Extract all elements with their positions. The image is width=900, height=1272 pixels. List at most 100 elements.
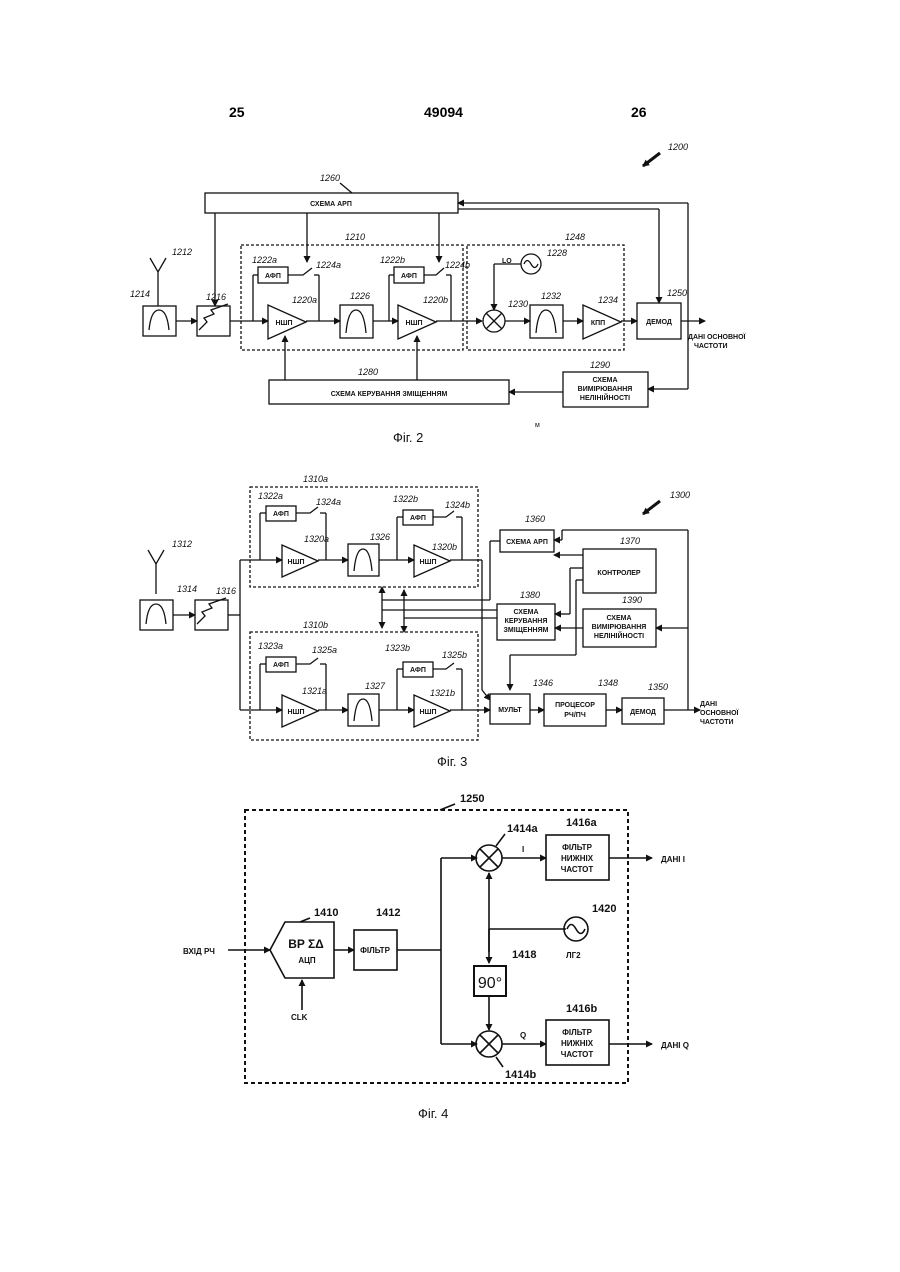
fig3-switch-1324a bbox=[296, 507, 318, 513]
fig4-lpf-q-line3: ЧАСТОТ bbox=[561, 1050, 594, 1059]
fig3-proc-ref: 1348 bbox=[598, 678, 618, 688]
fig3-lna-1320a-label: НШП bbox=[287, 559, 304, 566]
fig3-switch-1325b bbox=[433, 663, 454, 669]
fig4-osc-label: ЛГ2 bbox=[566, 951, 581, 960]
fig3-lna-1321a-label: НШП bbox=[287, 709, 304, 716]
fig2-lna-b-label: НШП bbox=[405, 320, 422, 327]
fig3-antenna-ref: 1312 bbox=[172, 539, 192, 549]
fig4-output-q: ДАНІ Q bbox=[661, 1041, 689, 1050]
fig2-switch-b bbox=[424, 268, 444, 275]
fig3-bpf-1327-ref: 1327 bbox=[365, 681, 386, 691]
fig2-sine-icon bbox=[524, 261, 538, 268]
fig2-lna-a-label: НШП bbox=[275, 320, 292, 327]
fig2-bias-label: СХЕМА КЕРУВАННЯ ЗМІЩЕННЯМ bbox=[331, 391, 448, 398]
fig3-output-line2: ОСНОВНОЇ bbox=[700, 709, 740, 717]
fig3-demod-ref: 1350 bbox=[648, 682, 668, 692]
fig3-mux-label: МУЛЬТ bbox=[498, 707, 522, 714]
fig2-antenna-ref: 1212 bbox=[172, 247, 192, 257]
fig2-agc-ref: 1260 bbox=[320, 173, 340, 183]
fig3-bpf-1326-ref: 1326 bbox=[370, 532, 390, 542]
fig3-lna-1320b-label: НШП bbox=[419, 559, 436, 566]
fig3-demod-label: ДЕМОД bbox=[630, 709, 656, 716]
fig3-lna-1321b-label: НШП bbox=[419, 709, 436, 716]
fig2-detector-b-label: АФП bbox=[401, 273, 417, 280]
fig3-caption: Фіг. 3 bbox=[437, 754, 467, 769]
fig2-detector-a-label: АФП bbox=[265, 273, 281, 280]
fig3-bias-line2: КЕРУВАННЯ bbox=[505, 618, 548, 625]
fig4-adc-line2: АЦП bbox=[298, 956, 316, 965]
fig2-if-filter-icon bbox=[536, 310, 556, 333]
fig3-mux-ref: 1346 bbox=[533, 678, 553, 688]
fig3-bpf-1326-icon bbox=[354, 549, 372, 571]
fig3-meas-line2: ВИМІРЮВАННЯ bbox=[592, 624, 647, 631]
fig3-lna-1320a-ref: 1320a bbox=[304, 534, 329, 544]
fig4-lpf-q-ref: 1416b bbox=[566, 1003, 597, 1015]
fig3-ref-pointer: 1300 bbox=[643, 490, 690, 514]
fig2-mixer-ref: 1230 bbox=[508, 299, 528, 309]
fig3-proc-line2: РЧ/ПЧ bbox=[564, 712, 586, 719]
fig2-bpf-ref: 1226 bbox=[350, 291, 370, 301]
fig3-attenuator bbox=[195, 600, 228, 630]
fig4-lpf-i-line1: ФІЛЬТР bbox=[562, 843, 592, 852]
fig4-frame-ref: 1250 bbox=[460, 793, 484, 805]
fig2-attenuator bbox=[197, 306, 230, 336]
fig3-output-line1: ДАНІ bbox=[700, 701, 717, 708]
fig3-attenuator-icon bbox=[197, 598, 226, 624]
fig2-bias-ref: 1280 bbox=[358, 367, 378, 377]
fig3-detector-1323b-ref: 1323b bbox=[385, 643, 410, 653]
fig3-output-line3: ЧАСТОТИ bbox=[700, 719, 734, 726]
fig2-filter-ref: 1214 bbox=[130, 289, 150, 299]
fig4-input-label: ВХІД РЧ bbox=[183, 947, 215, 956]
fig4-q-label: Q bbox=[520, 1031, 526, 1040]
fig2-mixer bbox=[483, 310, 505, 332]
fig3-switch-1324b bbox=[433, 511, 454, 517]
fig2-antenna-icon bbox=[150, 258, 166, 300]
fig2-if-filter-ref: 1232 bbox=[541, 291, 561, 301]
fig4-mixer-q bbox=[476, 1031, 502, 1057]
fig3-lna-1321a-ref: 1321a bbox=[302, 686, 327, 696]
fig4-output-i: ДАНІ I bbox=[661, 855, 685, 864]
fig2-lo-ref: 1228 bbox=[547, 248, 567, 258]
fig3-processor-box bbox=[544, 694, 606, 726]
fig4-phase-label: 90° bbox=[478, 975, 502, 992]
fig3-meas-ref: 1390 bbox=[622, 595, 642, 605]
fig4-adc-ref: 1410 bbox=[314, 907, 338, 919]
fig2-output-line1: ДАНІ ОСНОВНОЇ bbox=[688, 333, 747, 341]
fig3-agc-ref: 1360 bbox=[525, 514, 545, 524]
fig3-detector-1322b-label: АФП bbox=[410, 515, 426, 522]
fig4-lpf-i-line3: ЧАСТОТ bbox=[561, 865, 594, 874]
fig3-bias-line1: СХЕМА bbox=[513, 609, 538, 616]
fig4-sine-icon bbox=[567, 925, 585, 934]
fig3-bias-ref: 1380 bbox=[520, 590, 540, 600]
fig2-stray-mark: м bbox=[535, 422, 540, 429]
fig3-detector-1322b-ref: 1322b bbox=[393, 494, 418, 504]
fig3-detector-1323a-label: АФП bbox=[273, 662, 289, 669]
fig3-switch-1324a-ref: 1324a bbox=[316, 497, 341, 507]
fig2-ref-label: 1200 bbox=[668, 142, 688, 152]
fig2-meas-line2: ВИМІРЮВАННЯ bbox=[578, 386, 633, 393]
fig2-meas-line3: НЕЛІНІЙНОСТІ bbox=[580, 393, 630, 402]
fig2-detector-a-ref: 1222a bbox=[252, 255, 277, 265]
fig3-controller-ref: 1370 bbox=[620, 536, 640, 546]
fig3-detector-1322a-label: АФП bbox=[273, 511, 289, 518]
fig3-meas-line1: СХЕМА bbox=[606, 615, 631, 622]
figure-4: 1250 ВХІД РЧ BP ΣΔ АЦП 1410 CLK ФІЛЬТР 1… bbox=[183, 793, 689, 1121]
fig3-lna-1321b-ref: 1321b bbox=[430, 688, 455, 698]
fig2-meas-line1: СХЕМА bbox=[592, 377, 617, 384]
fig2-ref-pointer: 1200 bbox=[643, 142, 688, 166]
fig3-detector-1323b-label: АФП bbox=[410, 667, 426, 674]
fig2-vga-ref: 1234 bbox=[598, 295, 618, 305]
figure-3: 1300 1312 1314 1316 1310a АФП 1322a 1324… bbox=[140, 474, 740, 769]
fig3-antenna-icon bbox=[148, 550, 164, 594]
fig4-i-label: I bbox=[522, 845, 524, 854]
fig4-lpf-i-line2: НИЖНІХ bbox=[561, 854, 594, 863]
fig3-bias-line3: ЗМІЩЕННЯМ bbox=[504, 627, 549, 634]
fig2-downconverter-ref: 1248 bbox=[565, 232, 585, 242]
fig4-filter-ref: 1412 bbox=[376, 907, 400, 919]
fig4-phase-ref: 1418 bbox=[512, 949, 536, 961]
fig3-path-a-frame bbox=[250, 487, 478, 587]
fig4-lpf-q-line2: НИЖНІХ bbox=[561, 1039, 594, 1048]
fig4-lpf-q-line1: ФІЛЬТР bbox=[562, 1028, 592, 1037]
fig2-detector-b-ref: 1222b bbox=[380, 255, 405, 265]
fig4-osc-ref: 1420 bbox=[592, 903, 616, 915]
